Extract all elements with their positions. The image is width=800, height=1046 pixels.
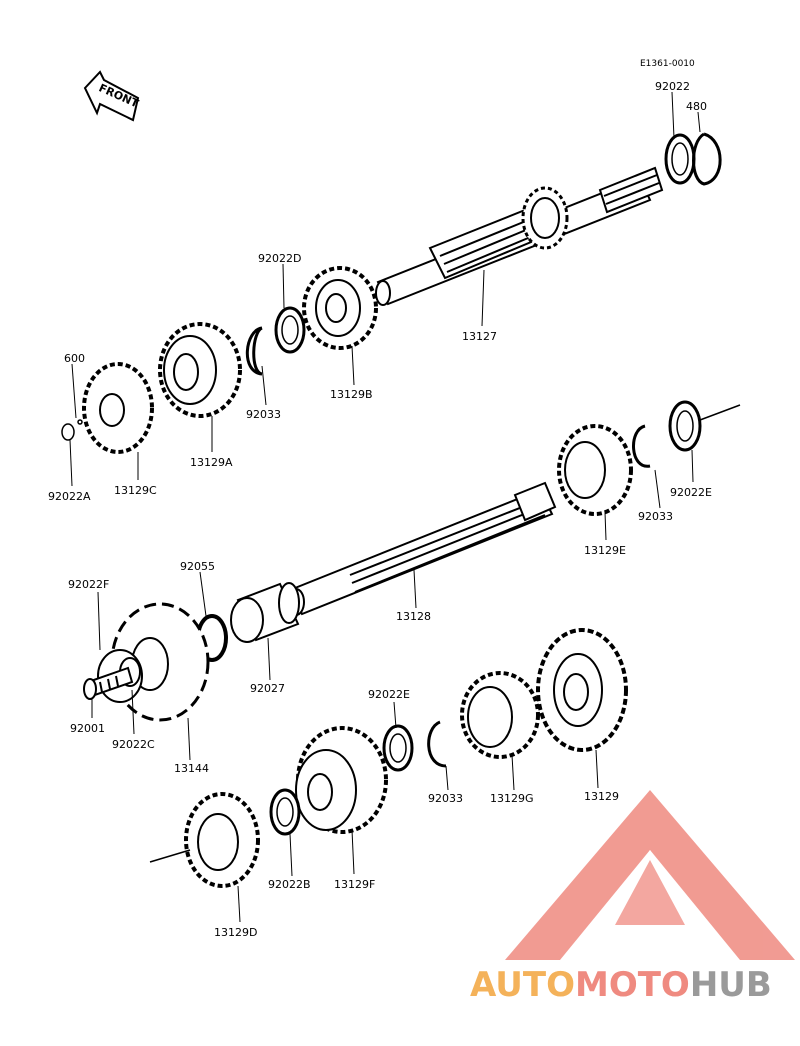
washer-92022D — [274, 306, 306, 354]
label-92022C: 92022C — [112, 738, 155, 751]
shaft-13128 — [287, 481, 557, 616]
watermark-logo — [505, 790, 795, 960]
washer-92022E-a — [668, 400, 702, 452]
label-92033-b: 92033 — [638, 510, 673, 523]
label-92022-top: 92022 — [655, 80, 690, 93]
label-92001: 92001 — [70, 722, 105, 735]
label-92033-a: 92033 — [246, 408, 281, 421]
bolt-92001 — [83, 666, 134, 700]
label-13129G: 13129G — [490, 792, 534, 805]
label-13129F: 13129F — [334, 878, 375, 891]
washer-92022B — [269, 788, 301, 836]
watermark-part3: HUB — [690, 965, 772, 1005]
gear-13129A — [158, 322, 242, 418]
circlip-480 — [692, 132, 722, 186]
label-13129: 13129 — [584, 790, 619, 803]
label-92027: 92027 — [250, 682, 285, 695]
label-92022E-b: 92022E — [368, 688, 410, 701]
label-92055: 92055 — [180, 560, 215, 573]
gear-13129G — [460, 671, 540, 759]
watermark-part1: AUTO — [470, 965, 575, 1005]
bushing-92027 — [230, 582, 300, 643]
gear-13129F — [295, 726, 388, 834]
shaft-gear-13127 — [521, 186, 569, 250]
label-92022A: 92022A — [48, 490, 91, 503]
circlip-92033-c — [427, 720, 447, 768]
front-arrow-icon — [83, 70, 140, 122]
diagram-code: E1361-0010 — [640, 59, 695, 69]
label-600: 600 — [64, 352, 85, 365]
gear-13129E — [557, 424, 633, 516]
label-92022D: 92022D — [258, 252, 301, 265]
gear-13129D — [184, 792, 260, 888]
label-13144: 13144 — [174, 762, 209, 775]
label-13127: 13127 — [462, 330, 497, 343]
label-13129B: 13129B — [330, 388, 373, 401]
leader-lines — [69, 91, 701, 923]
label-92022E-a: 92022E — [670, 486, 712, 499]
label-92022B: 92022B — [268, 878, 311, 891]
gear-13129C — [82, 362, 154, 454]
gear-13129B — [302, 266, 378, 350]
label-13129A: 13129A — [190, 456, 233, 469]
label-480: 480 — [686, 100, 707, 113]
circlip-92033-b — [632, 424, 651, 468]
label-13129E: 13129E — [584, 544, 626, 557]
shaft-13127 — [375, 166, 664, 306]
label-13129C: 13129C — [114, 484, 157, 497]
axis-line-right — [699, 404, 741, 421]
washer-92022-top — [664, 133, 696, 185]
ball-600 — [77, 419, 83, 425]
washer-92022A — [61, 423, 75, 441]
washer-92022E-b — [382, 724, 414, 772]
label-92022F: 92022F — [68, 578, 109, 591]
watermark-part2: MOTO — [575, 965, 690, 1005]
label-13128: 13128 — [396, 610, 431, 623]
watermark-text: AUTOMOTOHUB — [470, 965, 772, 1005]
label-13129D: 13129D — [214, 926, 257, 939]
label-92033-c: 92033 — [428, 792, 463, 805]
axis-line-left — [149, 849, 191, 863]
circlip-92033-a — [245, 326, 263, 376]
gear-13129 — [536, 628, 628, 752]
